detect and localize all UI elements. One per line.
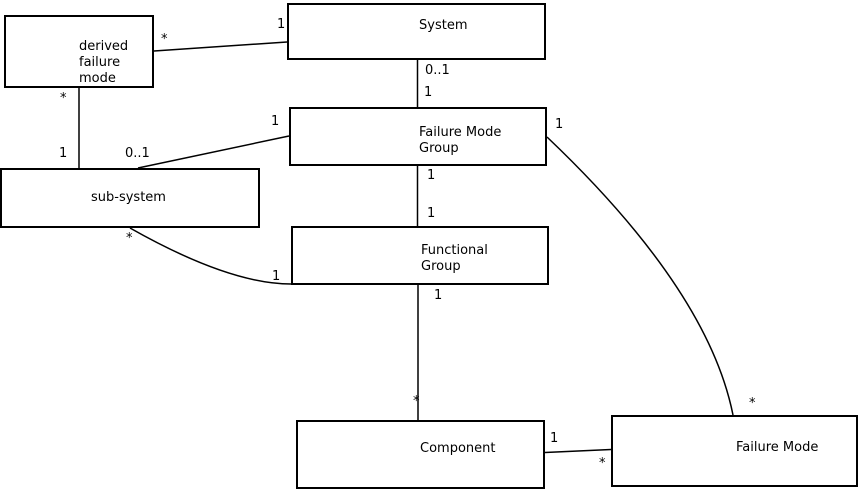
class-box-failure-mode: Failure Mode [611, 415, 858, 487]
class-label-failure-mode-group: Failure Mode Group [419, 125, 502, 156]
mult-fmgroup-failuremode-at-fmgroup: 1 [555, 117, 564, 132]
mult-derived-subsystem-at-subsystem: 1 [59, 146, 68, 161]
edge-sub-system-to-functional-group [129, 227, 292, 285]
mult-system-fmgroup-at-fmgroup: 1 [424, 85, 433, 100]
mult-component-failuremode-at-component: 1 [550, 431, 559, 446]
edge-component-to-failure-mode [544, 448, 612, 454]
class-label-system: System [419, 18, 468, 33]
mult-subsystem-fmgroup-at-subsystem: 0..1 [125, 146, 150, 161]
mult-system-derived-at-system: 1 [277, 17, 286, 32]
mult-subsystem-funcgroup-at-funcgroup: 1 [272, 269, 281, 284]
class-box-functional-group: Functional Group [291, 226, 549, 285]
class-label-functional-group: Functional Group [421, 243, 488, 274]
mult-funcgroup-component-at-funcgroup: 1 [434, 288, 443, 303]
edge-system-to-derived-failure-mode [153, 41, 288, 52]
class-box-sub-system: sub-system [0, 168, 260, 228]
mult-fmgroup-failuremode-at-failuremode: * [749, 396, 756, 411]
mult-funcgroup-component-at-component: * [413, 394, 420, 409]
class-label-derived-failure-mode: derived failure mode [79, 39, 129, 86]
class-box-derived-failure-mode: derived failure mode [4, 15, 154, 88]
class-box-failure-mode-group: Failure Mode Group [289, 107, 547, 166]
edge-sub-system-to-failure-mode-group [137, 135, 290, 169]
mult-derived-subsystem-at-derived: * [60, 91, 67, 106]
class-label-sub-system: sub-system [91, 190, 166, 205]
class-box-component: Component [296, 420, 545, 489]
mult-subsystem-funcgroup-at-subsystem: * [126, 231, 133, 246]
class-label-component: Component [420, 441, 496, 456]
mult-fmgroup-funcgroup-at-fmgroup: 1 [427, 168, 436, 183]
class-box-system: System [287, 3, 546, 60]
mult-fmgroup-funcgroup-at-funcgroup: 1 [427, 206, 436, 221]
mult-system-fmgroup-at-system: 0..1 [425, 63, 450, 78]
mult-subsystem-fmgroup-at-fmgroup: 1 [271, 114, 280, 129]
mult-component-failuremode-at-failuremode: * [599, 456, 606, 471]
mult-system-derived-at-derived: * [161, 32, 168, 47]
edge-failure-mode-group-to-failure-mode [546, 136, 734, 416]
class-label-failure-mode: Failure Mode [736, 440, 819, 455]
